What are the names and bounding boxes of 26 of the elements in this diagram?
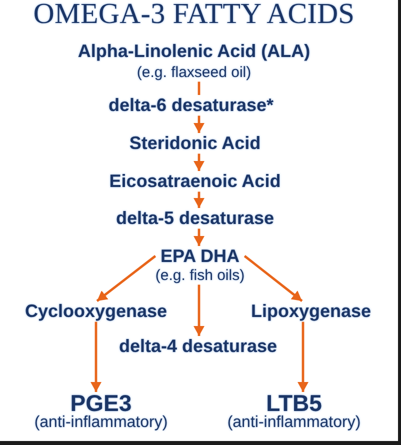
enzyme-label: delta-5 desaturase: [116, 208, 274, 229]
compound-name: PGE3: [70, 392, 132, 415]
diagram-title: OMEGA-3 FATTY ACIDS: [33, 0, 355, 29]
source-note: (e.g. fish oils): [155, 266, 245, 285]
source-note: (e.g. flaxseed oil): [136, 64, 252, 82]
enzyme-label: delta-6 desaturase*: [108, 95, 274, 116]
arrow: [90, 322, 102, 392]
enzyme-label: Cyclooxygenase: [24, 301, 168, 322]
arrow: [96, 255, 156, 302]
arrow: [194, 116, 204, 133]
compound-name: EPA DHA: [160, 246, 240, 267]
effect-note: (anti-inflammatory): [227, 413, 361, 432]
compound-name: Alpha-Linolenic Acid (ALA): [78, 41, 310, 62]
arrow: [244, 255, 303, 302]
compound-name: Steridonic Acid: [129, 133, 261, 154]
arrow: [194, 192, 204, 208]
arrow: [194, 284, 204, 336]
enzyme-label: delta-4 desaturase: [118, 336, 278, 357]
arrow: [194, 154, 204, 171]
arrow: [298, 322, 308, 392]
connector-line: [198, 82, 200, 95]
compound-name: Eicosatraenoic Acid: [109, 171, 281, 192]
arrow: [194, 228, 204, 246]
effect-note: (anti-inflammatory): [34, 413, 168, 432]
compound-name: LTB5: [266, 392, 322, 415]
enzyme-label: Lipoxygenase: [250, 301, 372, 322]
